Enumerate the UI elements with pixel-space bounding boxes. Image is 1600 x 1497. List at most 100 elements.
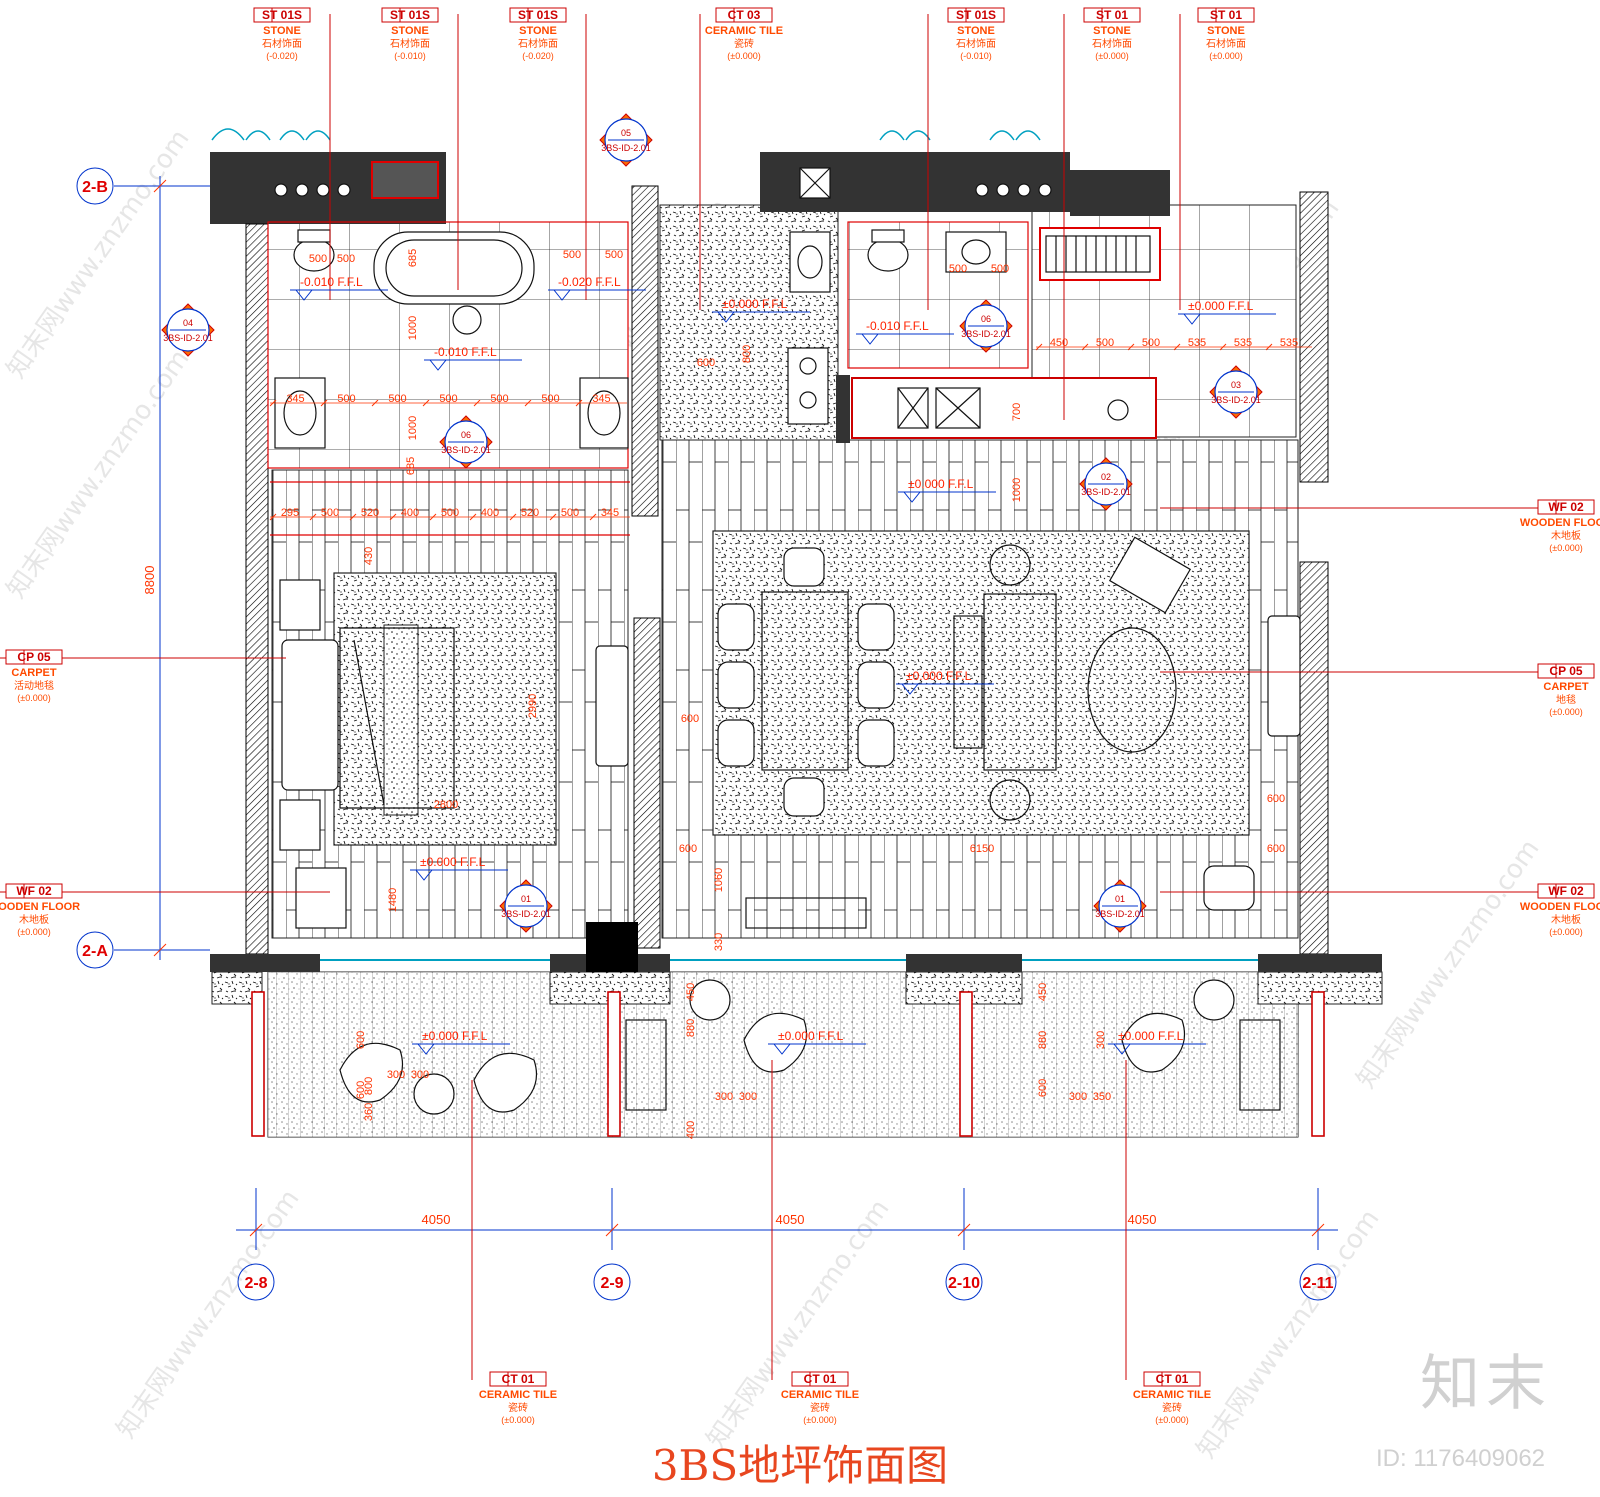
tag-code: CP 05: [1549, 664, 1582, 678]
section-number: 01: [1115, 894, 1125, 904]
brand-logo: 知末: [1420, 1349, 1552, 1419]
dim-value: 400: [685, 1121, 697, 1139]
section-ref: 3BS-ID-2.01: [1211, 395, 1261, 405]
tag-material-cn: 活动地毯: [14, 679, 54, 692]
level-text: -0.010 F.F.L: [300, 275, 363, 289]
dim-value: 600: [697, 357, 715, 369]
level-text: -0.020 F.F.L: [558, 275, 621, 289]
toilet-icon: [293, 229, 909, 272]
level-text: ±0.000 F.F.L: [422, 1029, 488, 1043]
dim-value: 345: [601, 507, 619, 519]
dim-value: 535: [1280, 337, 1298, 349]
dining-table-icon: [717, 547, 895, 817]
dim-value: 500: [388, 393, 406, 405]
tag-material-cn: 木地板: [1551, 913, 1581, 926]
dim-value: 500: [309, 253, 327, 265]
dim-value: 450: [685, 983, 697, 1001]
tag-level: (±0.000): [1209, 51, 1242, 61]
section-ref: 3BS-ID-2.01: [1081, 487, 1131, 497]
dim-value: 600: [1267, 793, 1285, 805]
tag-level: (±0.000): [1095, 51, 1128, 61]
dim-value: 700: [1011, 403, 1023, 421]
dim-value: 500: [337, 393, 355, 405]
basin-icon: [274, 231, 1007, 449]
dim-value: 360: [363, 1103, 375, 1121]
level-text: ±0.000 F.F.L: [420, 855, 486, 869]
dim-value: 600: [681, 713, 699, 725]
section-number: 01: [521, 894, 531, 904]
dim-value: 6150: [970, 843, 994, 855]
dim-value: 1000: [407, 416, 419, 440]
dim-value: 500: [563, 249, 581, 261]
tag-level: (±0.000): [17, 693, 50, 703]
tag-material: CERAMIC TILE: [1133, 1389, 1211, 1401]
grid-label-211: 2-11: [1302, 1275, 1333, 1292]
dim-value: 500: [439, 393, 457, 405]
level-text: ±0.000 F.F.L: [908, 477, 974, 491]
tag-material-cn: 瓷砖: [508, 1401, 528, 1414]
grid-label-29: 2-9: [600, 1275, 623, 1292]
dim-value: 800: [363, 1077, 375, 1095]
overall-height: 8800: [142, 566, 157, 595]
walls: [210, 128, 1382, 972]
section-number: 04: [183, 318, 193, 328]
bathtub-icon: [373, 231, 535, 305]
dim-value: 500: [337, 253, 355, 265]
tag-material: STONE: [957, 25, 995, 37]
section-ref: 3BS-ID-2.01: [1095, 909, 1145, 919]
section-ref: 3BS-ID-2.01: [601, 143, 651, 153]
watermark-6: 知末网www.znzmo.com: [111, 1184, 305, 1444]
tag-code: ST 01S: [518, 8, 558, 22]
floor-level-10: ±0.000 F.F.L: [768, 1029, 866, 1055]
span-1: 4050: [422, 1212, 451, 1227]
level-text: ±0.000 F.F.L: [778, 1029, 844, 1043]
dim-value: 520: [361, 507, 379, 519]
drawing-title: 3BS地坪饰面图: [652, 1441, 948, 1490]
tag-level: (-0.020): [522, 51, 554, 61]
dim-value: 500: [441, 507, 459, 519]
dim-value: 300: [715, 1091, 733, 1103]
dim-value: 520: [521, 507, 539, 519]
dim-value: 1480: [387, 888, 399, 912]
level-text: ±0.000 F.F.L: [906, 669, 972, 683]
tag-material: CARPET: [1543, 681, 1589, 693]
section-mark-7: 01 3BS-ID-2.01: [1093, 879, 1147, 933]
tag-code: WF 02: [1548, 500, 1584, 514]
dim-value: 1060: [713, 868, 725, 892]
watermark-8: 知末网www.znzmo.com: [1191, 1204, 1385, 1464]
tag-level: (±0.000): [1155, 1415, 1188, 1425]
tag-level: (±0.000): [1549, 543, 1582, 553]
tag-level: (±0.000): [17, 927, 50, 937]
tag-material: STONE: [1093, 25, 1131, 37]
dim-value: 500: [991, 263, 1009, 275]
tag-material: STONE: [391, 25, 429, 37]
tag-material-cn: 石材饰面: [518, 37, 558, 50]
tag-code: WF 02: [16, 884, 52, 898]
tag-material-cn: 地毯: [1556, 693, 1576, 706]
dim-value: 400: [481, 507, 499, 519]
floor-level-2: -0.010 F.F.L: [856, 319, 954, 345]
section-number: 06: [981, 314, 991, 324]
dim-value: 500: [949, 263, 967, 275]
tag-material: WOODEN FLOOR: [1520, 901, 1600, 913]
tag-material: CERAMIC TILE: [781, 1389, 859, 1401]
tag-code: CT 01: [804, 1372, 837, 1386]
dim-value: 1000: [407, 316, 419, 340]
dim-value: 880: [1037, 1031, 1049, 1049]
tag-code: CT 03: [728, 8, 761, 22]
dim-value: 500: [490, 393, 508, 405]
dim-value: 600: [355, 1031, 367, 1049]
